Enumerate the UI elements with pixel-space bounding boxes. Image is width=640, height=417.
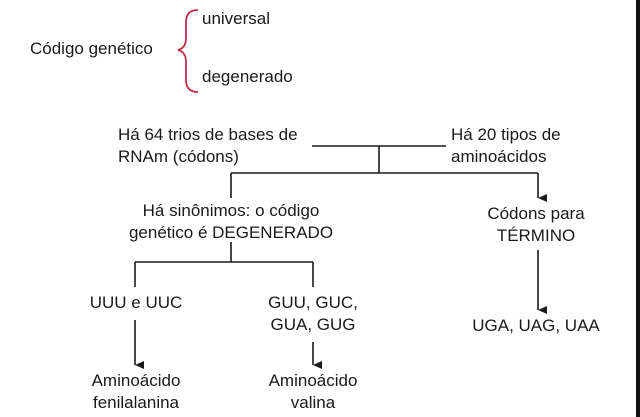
aminoacids-text-line2: aminoácidos	[451, 147, 547, 166]
result-valina-line2: valina	[290, 393, 336, 412]
stop-codons: UGA, UAG, UAA	[472, 316, 600, 335]
trios-text-line2: RNAm (códons)	[118, 147, 239, 166]
curly-brace	[177, 9, 199, 93]
result-fenilalanina-line1: Aminoácido	[91, 371, 181, 390]
codons-phenylalanine: UUU e UUC	[89, 293, 183, 312]
option-degenerado: degenerado	[202, 67, 293, 86]
result-fenilalanina-line2: fenilalanina	[92, 393, 180, 412]
termino-text-line2: TÉRMINO	[496, 226, 576, 245]
sinonimos-text-line1: Há sinônimos: o código	[142, 201, 320, 220]
termino-text-line1: Códons para	[487, 204, 585, 223]
sinonimos-text-line2: genético é DEGENERADO	[128, 223, 334, 242]
page-edge-border	[636, 0, 640, 417]
codons-valine-line1: GUU, GUC,	[268, 293, 358, 312]
trios-text-line1: Há 64 trios de bases de	[118, 125, 298, 144]
codons-valine-line2: GUA, GUG	[270, 315, 356, 334]
aminoacids-text-line1: Há 20 tipos de	[451, 125, 561, 144]
option-universal: universal	[202, 9, 271, 28]
result-valina-line1: Aminoácido	[268, 371, 358, 390]
codigo-genetico-label: Código genético	[30, 39, 153, 58]
